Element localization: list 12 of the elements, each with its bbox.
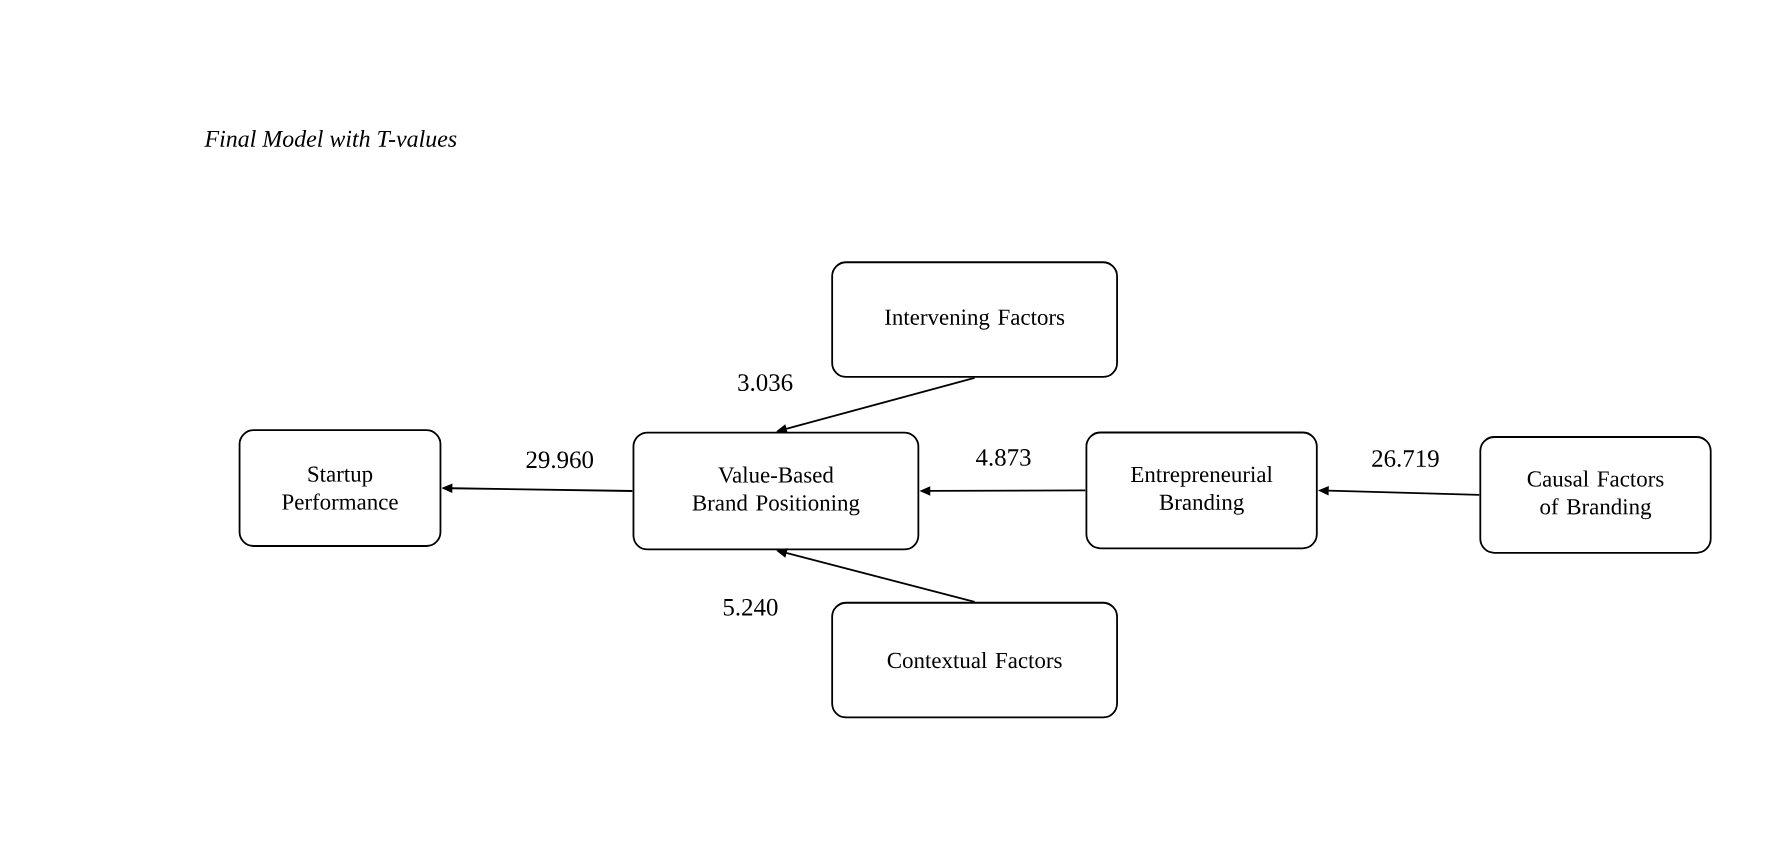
process-box: Entrepreneurial Branding xyxy=(1085,431,1318,550)
process-box: Value-Based Brand Positioning xyxy=(632,431,920,551)
process-box: Contextual Factors xyxy=(831,601,1118,719)
process-box: Causal Factors of Branding xyxy=(1479,436,1712,554)
process-box: Intervening Factors xyxy=(831,261,1118,378)
edge-label: 3.036 xyxy=(736,373,795,393)
edge-label: 29.960 xyxy=(524,450,595,470)
edge-label: 26.719 xyxy=(1370,449,1441,468)
process-box: Startup Performance xyxy=(238,429,442,547)
figure-title: Final Model with T-values xyxy=(204,130,457,147)
edge-label: 5.240 xyxy=(721,597,780,617)
edge-label: 4.873 xyxy=(974,448,1033,467)
